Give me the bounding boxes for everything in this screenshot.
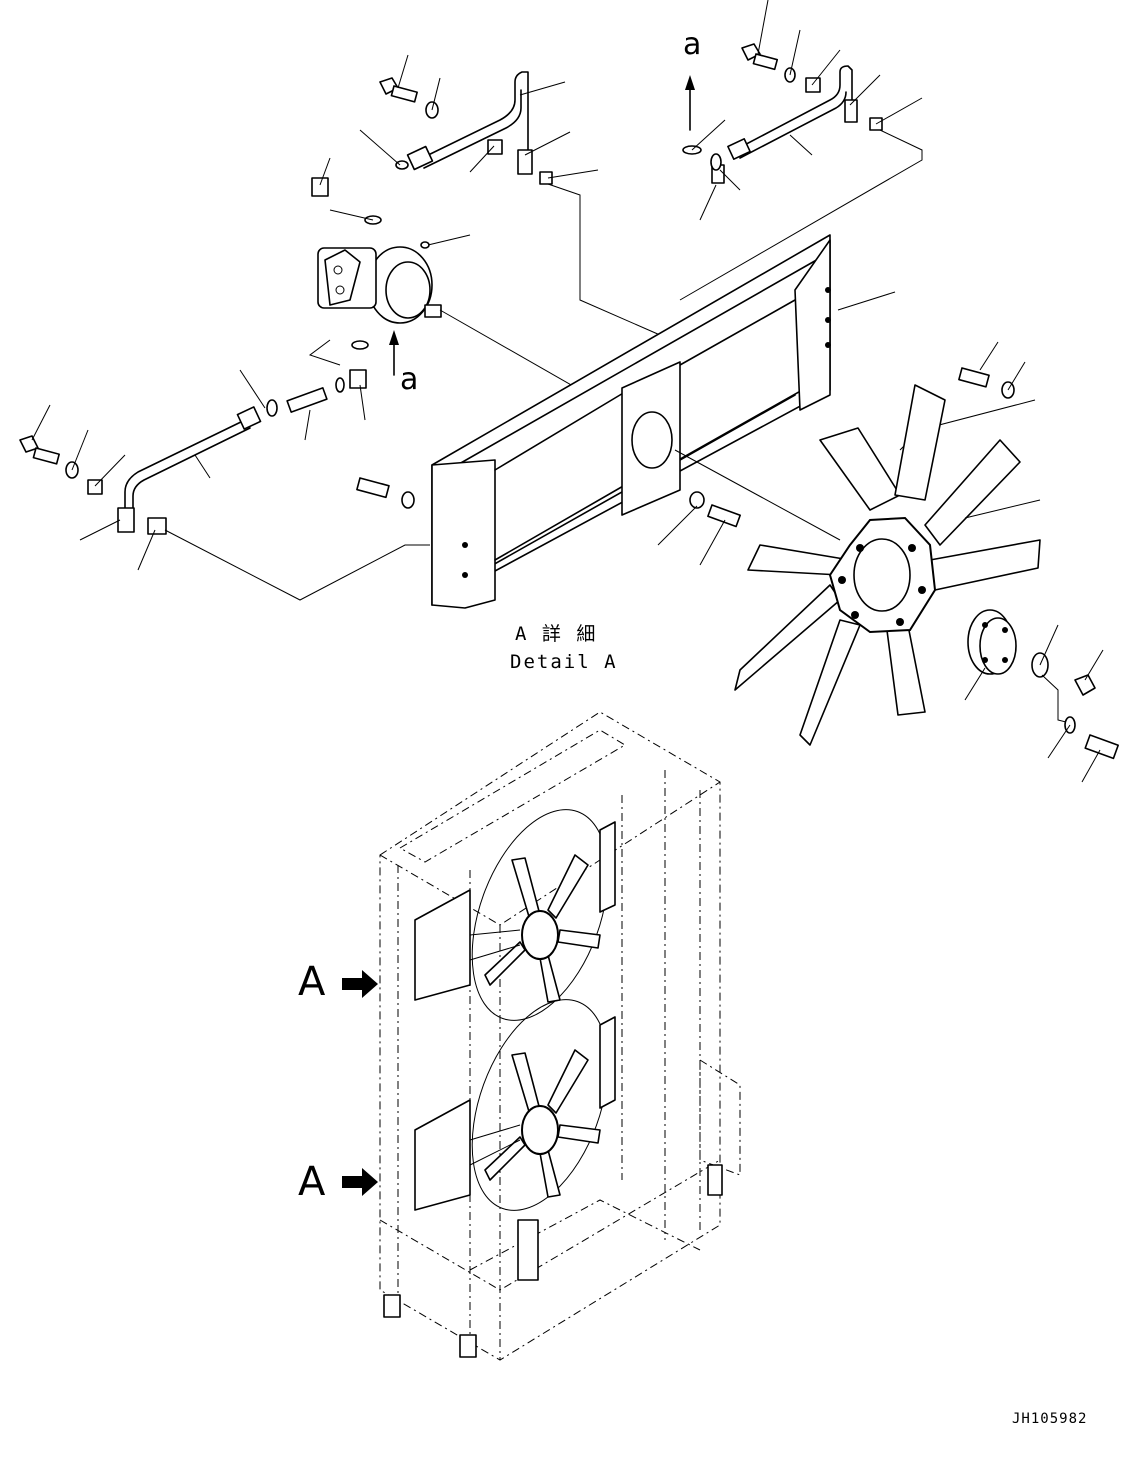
detail-caption-english: Detail A <box>510 651 618 673</box>
cooling-fan <box>674 384 1041 746</box>
radiator-assembly-view <box>342 711 741 1361</box>
fan-motor <box>308 234 581 391</box>
view-marker-lower: A <box>298 1159 326 1205</box>
detail-caption-japanese: A 詳 細 <box>515 623 598 645</box>
connection-marker-top: a <box>683 27 702 62</box>
fan-frame <box>356 234 1036 609</box>
right-hose-assembly <box>679 0 923 301</box>
lower-hose-assembly <box>19 369 430 601</box>
connection-marker-motor: a <box>400 362 419 397</box>
fan-hub-disc <box>964 609 1119 783</box>
view-marker-upper: A <box>298 959 326 1005</box>
drawing-code: JH105982 <box>1012 1411 1088 1427</box>
